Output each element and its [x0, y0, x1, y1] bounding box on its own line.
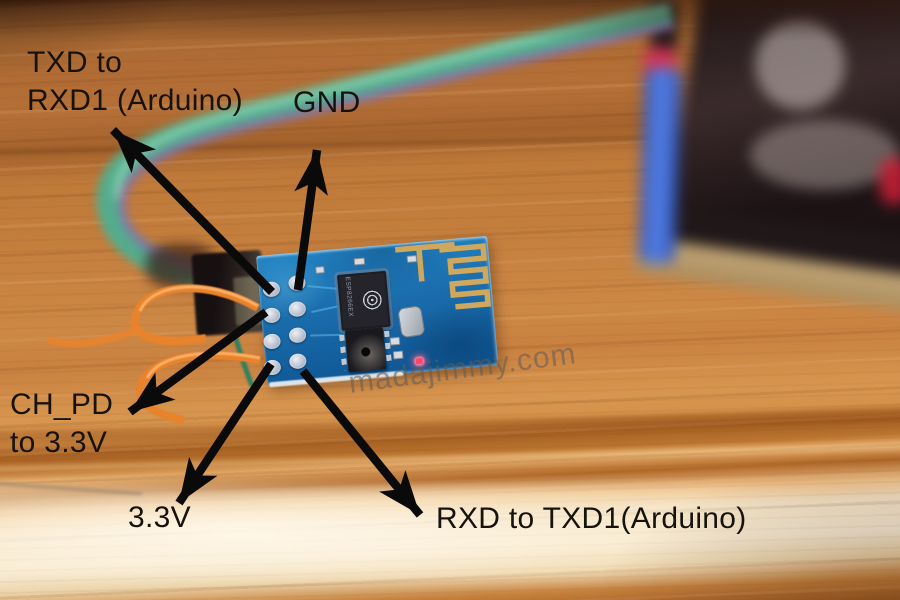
label-txd-to-rxd1: TXD to RXD1 (Arduino)	[27, 46, 243, 117]
arrow-3v3	[175, 361, 275, 506]
label-rxd-to-txd1: RXD to TXD1(Arduino)	[436, 502, 747, 535]
arrow-txd-to-rxd1	[109, 127, 276, 295]
arrow-gnd	[293, 149, 328, 291]
label-ch-pd: CH_PD to 3.3V	[10, 388, 114, 459]
arrow-ch-pd	[127, 308, 269, 416]
label-3v3: 3.3V	[128, 501, 191, 534]
label-gnd: GND	[293, 86, 361, 119]
arrow-rxd-to-txd1	[299, 368, 424, 518]
